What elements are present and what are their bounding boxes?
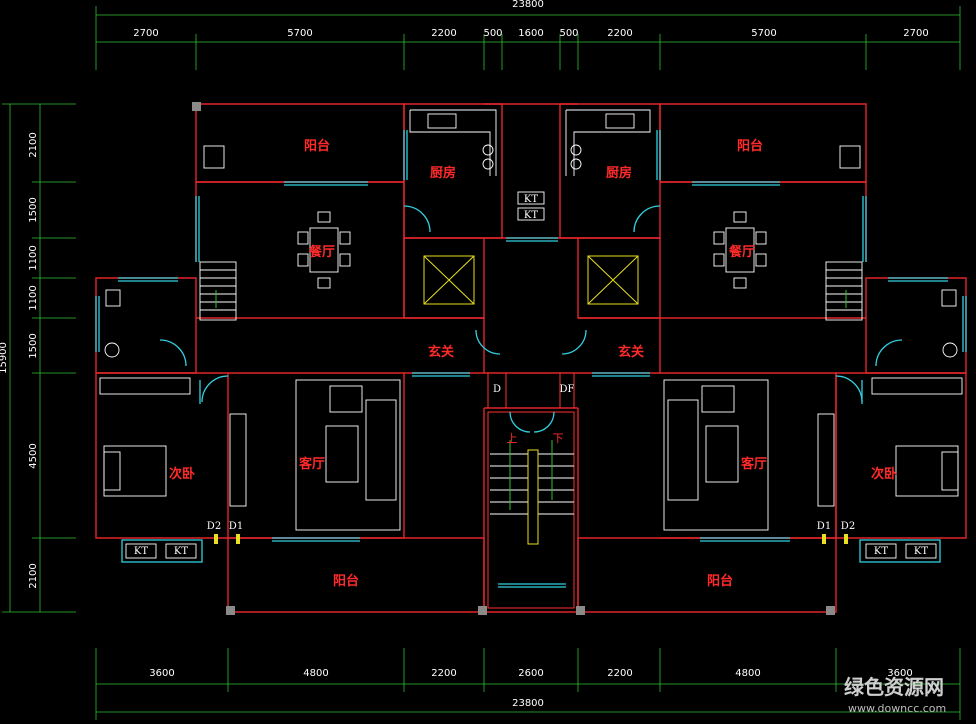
tag-kt-right-1: KT [874, 546, 888, 557]
doors [159, 205, 903, 433]
label-balcony-top-left: 阳台 [304, 138, 330, 154]
tag-kt-core-2: KT [524, 210, 538, 221]
label-balcony-bottom-right: 阳台 [707, 573, 733, 589]
bottom-dim-3: 2200 [431, 668, 456, 679]
left-dim-3: 1100 [28, 245, 39, 270]
bottom-dimension-chain: 3600 4800 2200 2600 2200 4800 3600 23800 [95, 648, 961, 720]
left-dim-2: 1500 [28, 197, 39, 222]
tag-door-d: D [493, 384, 501, 395]
tag-door-df: DF [560, 384, 575, 395]
fixtures [99, 109, 963, 559]
room-labels: 阳台 阳台 厨房 厨房 餐厅 餐厅 玄关 玄关 客厅 客厅 次卧 次卧 阳台 阳… [169, 138, 897, 589]
top-dimension-chain: 23800 2700 5700 2200 500 1600 500 2200 5… [95, 0, 961, 70]
left-dim-4: 1100 [28, 285, 39, 310]
label-balcony-bottom-left: 阳台 [333, 573, 359, 589]
top-dim-3: 2200 [431, 28, 456, 39]
label-foyer-right: 玄关 [618, 344, 644, 360]
bottom-dim-6: 4800 [735, 668, 760, 679]
label-dining-left: 餐厅 [308, 244, 335, 260]
label-bedroom-left: 次卧 [169, 466, 195, 482]
tag-kt-core-1: KT [524, 194, 538, 205]
label-foyer-left: 玄关 [428, 344, 454, 360]
windows [95, 130, 967, 588]
label-living-right: 客厅 [741, 456, 767, 472]
label-kitchen-left: 厨房 [430, 165, 456, 181]
bottom-dim-5: 2200 [607, 668, 632, 679]
core-walls [483, 103, 579, 613]
label-balcony-top-right: 阳台 [737, 138, 763, 154]
watermark-title: 绿色资源网 [844, 675, 944, 699]
label-bedroom-right: 次卧 [871, 466, 897, 482]
label-living-left: 客厅 [299, 456, 325, 472]
left-total-dim: 15900 [0, 342, 9, 374]
top-dim-7: 2200 [607, 28, 632, 39]
tag-d2-left: D2 [207, 521, 221, 532]
label-dining-right: 餐厅 [728, 244, 755, 260]
left-dim-5: 1500 [28, 333, 39, 358]
label-stair-up: 上 [507, 432, 518, 445]
bottom-dim-2: 4800 [303, 668, 328, 679]
top-dim-4: 500 [483, 28, 502, 39]
label-kitchen-right: 厨房 [606, 165, 632, 181]
top-dim-6: 500 [559, 28, 578, 39]
top-dim-1: 2700 [133, 28, 158, 39]
left-dim-6: 4500 [28, 443, 39, 468]
tag-kt-right-2: KT [914, 546, 928, 557]
top-dim-8: 5700 [751, 28, 776, 39]
watermark: 绿色资源网 www.downcc.com [844, 675, 946, 715]
tag-d1-right: D1 [817, 521, 831, 532]
component-tags: D DF D2 D1 D1 D2 KT KT KT KT KT KT [134, 194, 928, 557]
top-dim-5: 1600 [518, 28, 543, 39]
left-dim-7: 2100 [28, 563, 39, 588]
top-total-dim: 23800 [512, 0, 544, 10]
bottom-dim-4: 2600 [518, 668, 543, 679]
bottom-total-dim: 23800 [512, 698, 544, 709]
watermark-url: www.downcc.com [848, 702, 946, 715]
top-dim-9: 2700 [903, 28, 928, 39]
tag-kt-left-2: KT [174, 546, 188, 557]
tag-d1-left: D1 [229, 521, 243, 532]
left-dim-1: 2100 [28, 132, 39, 157]
tag-kt-left-1: KT [134, 546, 148, 557]
bottom-dim-1: 3600 [149, 668, 174, 679]
left-dimension-chain: 15900 2100 1500 1100 1100 1500 4500 2100 [0, 103, 76, 613]
bottom-dim-7: 3600 [887, 668, 912, 679]
columns [192, 102, 848, 615]
tag-d2-right: D2 [841, 521, 855, 532]
label-stair-down: 下 [553, 432, 564, 445]
top-dim-2: 5700 [287, 28, 312, 39]
